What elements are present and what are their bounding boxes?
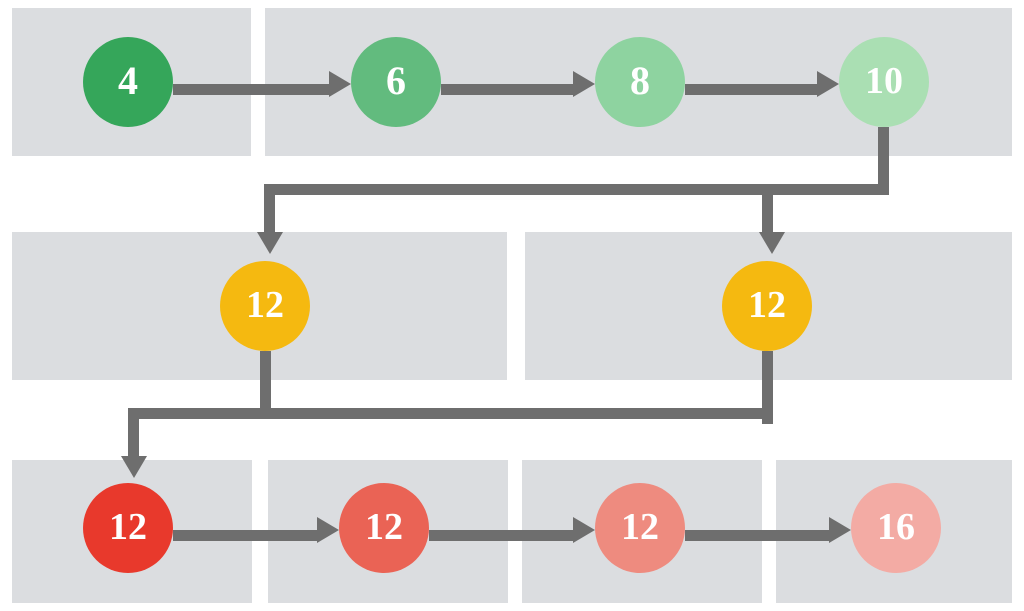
node-amber-left-label: 12 [246, 284, 284, 326]
node-red-16[interactable]: 16 [851, 483, 941, 573]
node-amber-right[interactable]: 12 [722, 261, 812, 351]
node-red-12a-label: 12 [109, 506, 147, 548]
arrow-12a-to-12b-head [317, 517, 339, 543]
node-green-10-label: 10 [865, 60, 903, 102]
arrow-8-to-10-head [817, 71, 839, 97]
arrow-6-to-8-shaft [441, 84, 573, 95]
node-amber-right-label: 12 [748, 284, 786, 326]
arrow-4-to-6-head [329, 71, 351, 97]
arrow-4-to-6-shaft [173, 84, 329, 95]
node-green-6[interactable]: 6 [351, 37, 441, 127]
seg-drop-from-amber-right [762, 351, 773, 424]
seg-horizontal-bus [264, 184, 889, 195]
node-amber-left[interactable]: 12 [220, 261, 310, 351]
node-green-8[interactable]: 8 [595, 37, 685, 127]
arrow-12b-to-12c-head [573, 517, 595, 543]
seg-drop-to-red [128, 408, 139, 458]
seg-horizontal-bus-lower [128, 408, 773, 419]
node-red-12b[interactable]: 12 [339, 483, 429, 573]
arrowhead-to-amber-right [759, 232, 785, 254]
seg-drop-right [762, 184, 773, 232]
node-green-4[interactable]: 4 [83, 37, 173, 127]
arrow-12b-to-12c-shaft [429, 530, 573, 541]
seg-drop-left [264, 184, 275, 232]
seg-drop-from-amber-left [260, 351, 271, 419]
node-red-16-label: 16 [877, 506, 915, 548]
node-red-12b-label: 12 [365, 506, 403, 548]
node-green-8-label: 8 [630, 58, 650, 103]
arrow-12a-to-12b-shaft [173, 530, 317, 541]
arrow-12c-to-16-head [829, 517, 851, 543]
node-green-6-label: 6 [386, 58, 406, 103]
arrowhead-to-red-12a [121, 456, 147, 478]
node-red-12a[interactable]: 12 [83, 483, 173, 573]
arrowhead-to-amber-left [257, 232, 283, 254]
seg-drop-from-10 [878, 127, 889, 195]
arrow-6-to-8-head [573, 71, 595, 97]
node-red-12c[interactable]: 12 [595, 483, 685, 573]
node-green-10[interactable]: 10 [839, 37, 929, 127]
arrow-12c-to-16-shaft [685, 530, 829, 541]
arrow-8-to-10-shaft [685, 84, 817, 95]
node-green-4-label: 4 [118, 58, 138, 103]
node-red-12c-label: 12 [621, 506, 659, 548]
